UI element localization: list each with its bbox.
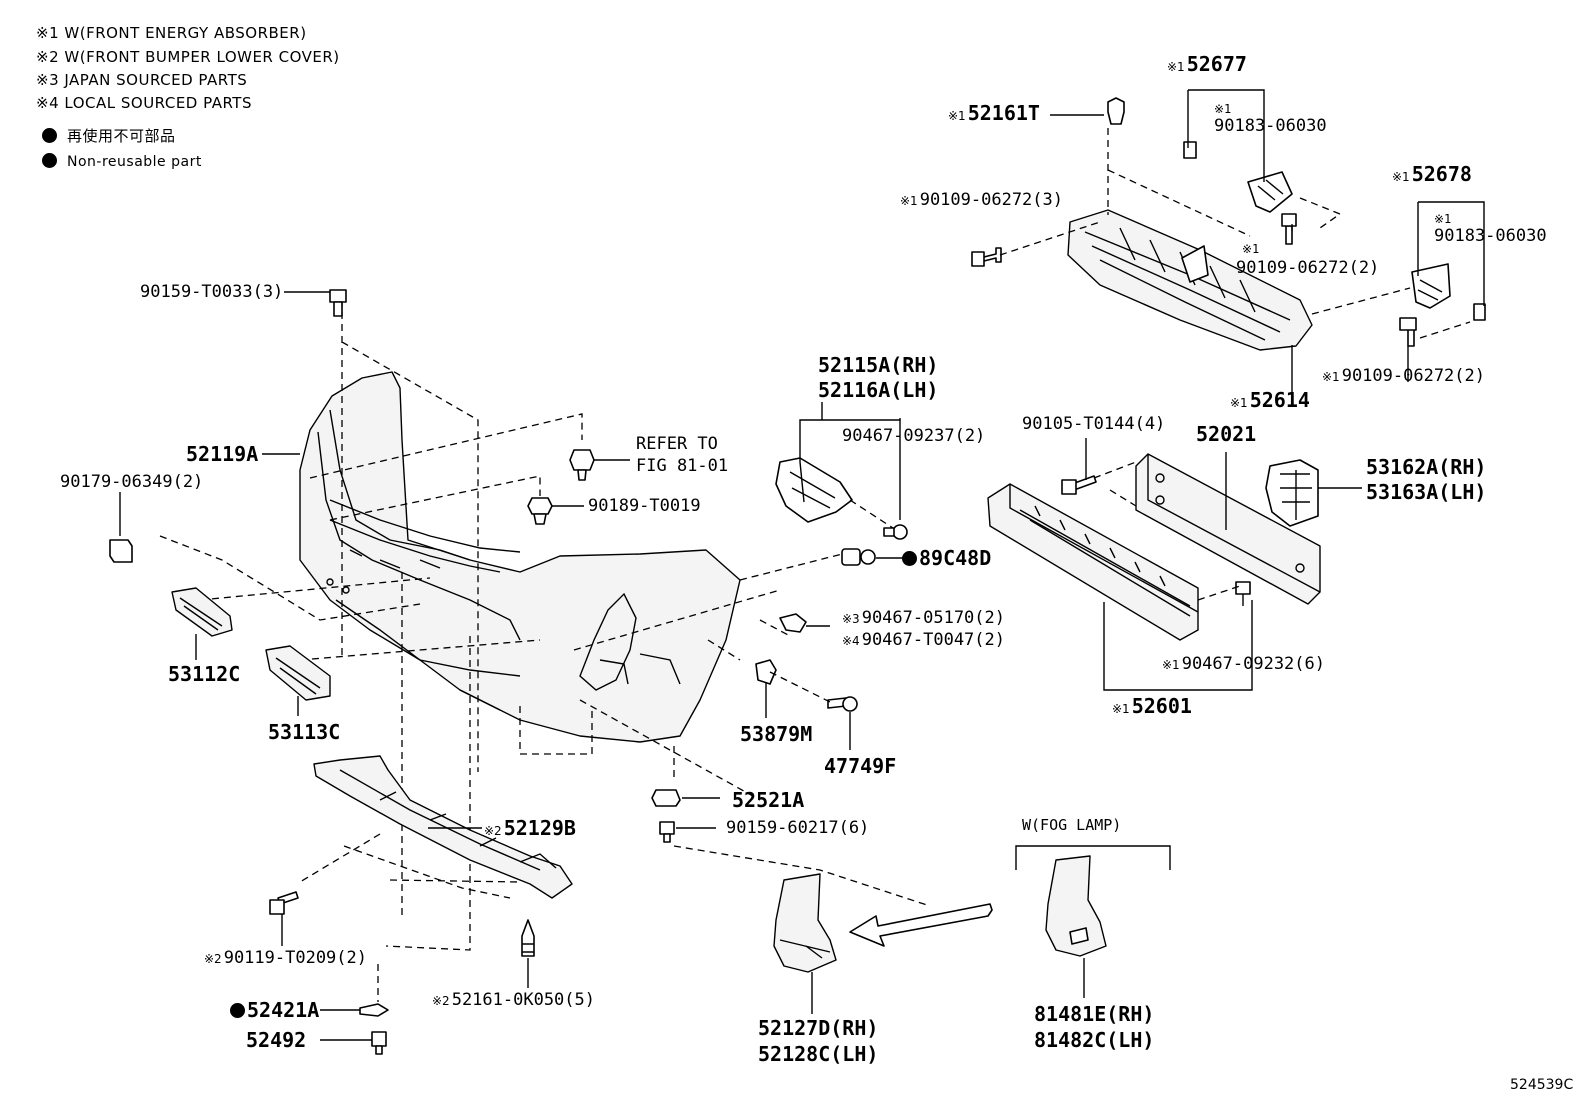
clip-90189 — [527, 497, 553, 525]
bracket-52677 — [1183, 141, 1293, 213]
figure-number: 524539C — [1510, 1077, 1574, 1093]
clip-81-01 — [569, 449, 595, 481]
label-90183-b-ref: ※1 — [1434, 212, 1452, 226]
reinforcement-52021 — [1135, 453, 1321, 605]
label-52521A: 52521A — [732, 788, 805, 812]
note-3: ※3 JAPAN SOURCED PARTS — [36, 71, 248, 89]
label-52115A: 52115A(RH) — [818, 353, 939, 377]
label-90105: 90105-T0144(4) — [1022, 414, 1166, 434]
label-52116A: 52116A(LH) — [818, 378, 939, 402]
absorber-52601 — [987, 483, 1199, 641]
bracket-52678 — [1411, 263, 1486, 321]
label-53163A: 53163A(LH) — [1366, 480, 1487, 504]
label-52021: 52021 — [1196, 422, 1257, 446]
non-reusable-icon — [230, 1003, 245, 1018]
bolt-90159-60217 — [659, 821, 675, 843]
label-52128C: 52128C(LH) — [758, 1042, 879, 1066]
energy-absorber-52614 — [1067, 209, 1313, 351]
label-refer-1: REFER TO — [636, 434, 718, 454]
bullet-icon — [42, 128, 57, 143]
label-81481E: 81481E(RH) — [1034, 1002, 1155, 1026]
label-90109-b-ref: ※1 — [1242, 242, 1260, 256]
bolt-90119 — [269, 891, 299, 915]
screw-90467-09237 — [883, 524, 908, 540]
note-2: ※2 W(FRONT BUMPER LOWER COVER) — [36, 48, 340, 66]
clip-52521A — [651, 789, 681, 807]
label-90179: 90179-06349(2) — [60, 472, 204, 492]
label-90183-a-ref: ※1 — [1214, 102, 1232, 116]
bullet-icon — [42, 153, 57, 168]
label-90183-b: 90183-06030 — [1434, 226, 1547, 246]
arrow — [849, 903, 993, 947]
grille-53113C — [265, 645, 331, 701]
label-53112C: 53112C — [168, 662, 241, 686]
label-52492: 52492 — [246, 1028, 307, 1052]
label-52421A: 52421A — [230, 1000, 319, 1020]
label-52119A: 52119A — [186, 442, 259, 466]
label-90467-09237: 90467-09237(2) — [842, 426, 986, 446]
label-47749F: 47749F — [824, 754, 897, 778]
screw-47749F — [827, 696, 858, 712]
sensor-89C48D — [841, 548, 876, 566]
note-4: ※4 LOCAL SOURCED PARTS — [36, 94, 252, 112]
nut-90179 — [109, 539, 133, 563]
label-52127D: 52127D(RH) — [758, 1016, 879, 1040]
label-90159-60217: 90159-60217(6) — [726, 818, 870, 838]
label-refer-2: FIG 81-01 — [636, 456, 729, 476]
label-fog-lamp: W(FOG LAMP) — [1022, 816, 1122, 834]
clip-52492 — [371, 1031, 387, 1055]
label-53162A: 53162A(RH) — [1366, 455, 1487, 479]
label-90109-b: 90109-06272(2) — [1236, 258, 1380, 278]
legend-jp: 再使用不可部品 — [42, 128, 176, 144]
bracket-53162A — [1265, 459, 1319, 527]
mudflap-52127D — [773, 873, 837, 973]
clip-52161-0K050 — [521, 919, 535, 957]
absorber-screws — [971, 97, 1417, 347]
label-53113C: 53113C — [268, 720, 341, 744]
note-1: ※1 W(FRONT ENERGY ABSORBER) — [36, 24, 307, 42]
clip-90467-05170 — [779, 613, 807, 633]
retainer-52115A — [775, 457, 853, 523]
non-reusable-icon — [902, 551, 917, 566]
grille-53112C — [171, 587, 233, 637]
bolt-90159-T0033 — [329, 289, 347, 317]
label-90189: 90189-T0019 — [588, 496, 701, 516]
label-53879M: 53879M — [740, 722, 813, 746]
bracket-53879M — [755, 659, 777, 685]
label-89C48D: 89C48D — [902, 548, 991, 568]
clip-52421A — [359, 1003, 389, 1017]
lower-cover-52129B — [313, 755, 573, 899]
bumper-cover-52119A — [299, 371, 741, 743]
label-90183-a: 90183-06030 — [1214, 116, 1327, 136]
mudflap-81481E — [1045, 855, 1107, 957]
legend-en: Non-reusable part — [42, 153, 202, 169]
label-81482C: 81482C(LH) — [1034, 1028, 1155, 1052]
label-90159-T0033: 90159-T0033(3) — [140, 282, 284, 302]
